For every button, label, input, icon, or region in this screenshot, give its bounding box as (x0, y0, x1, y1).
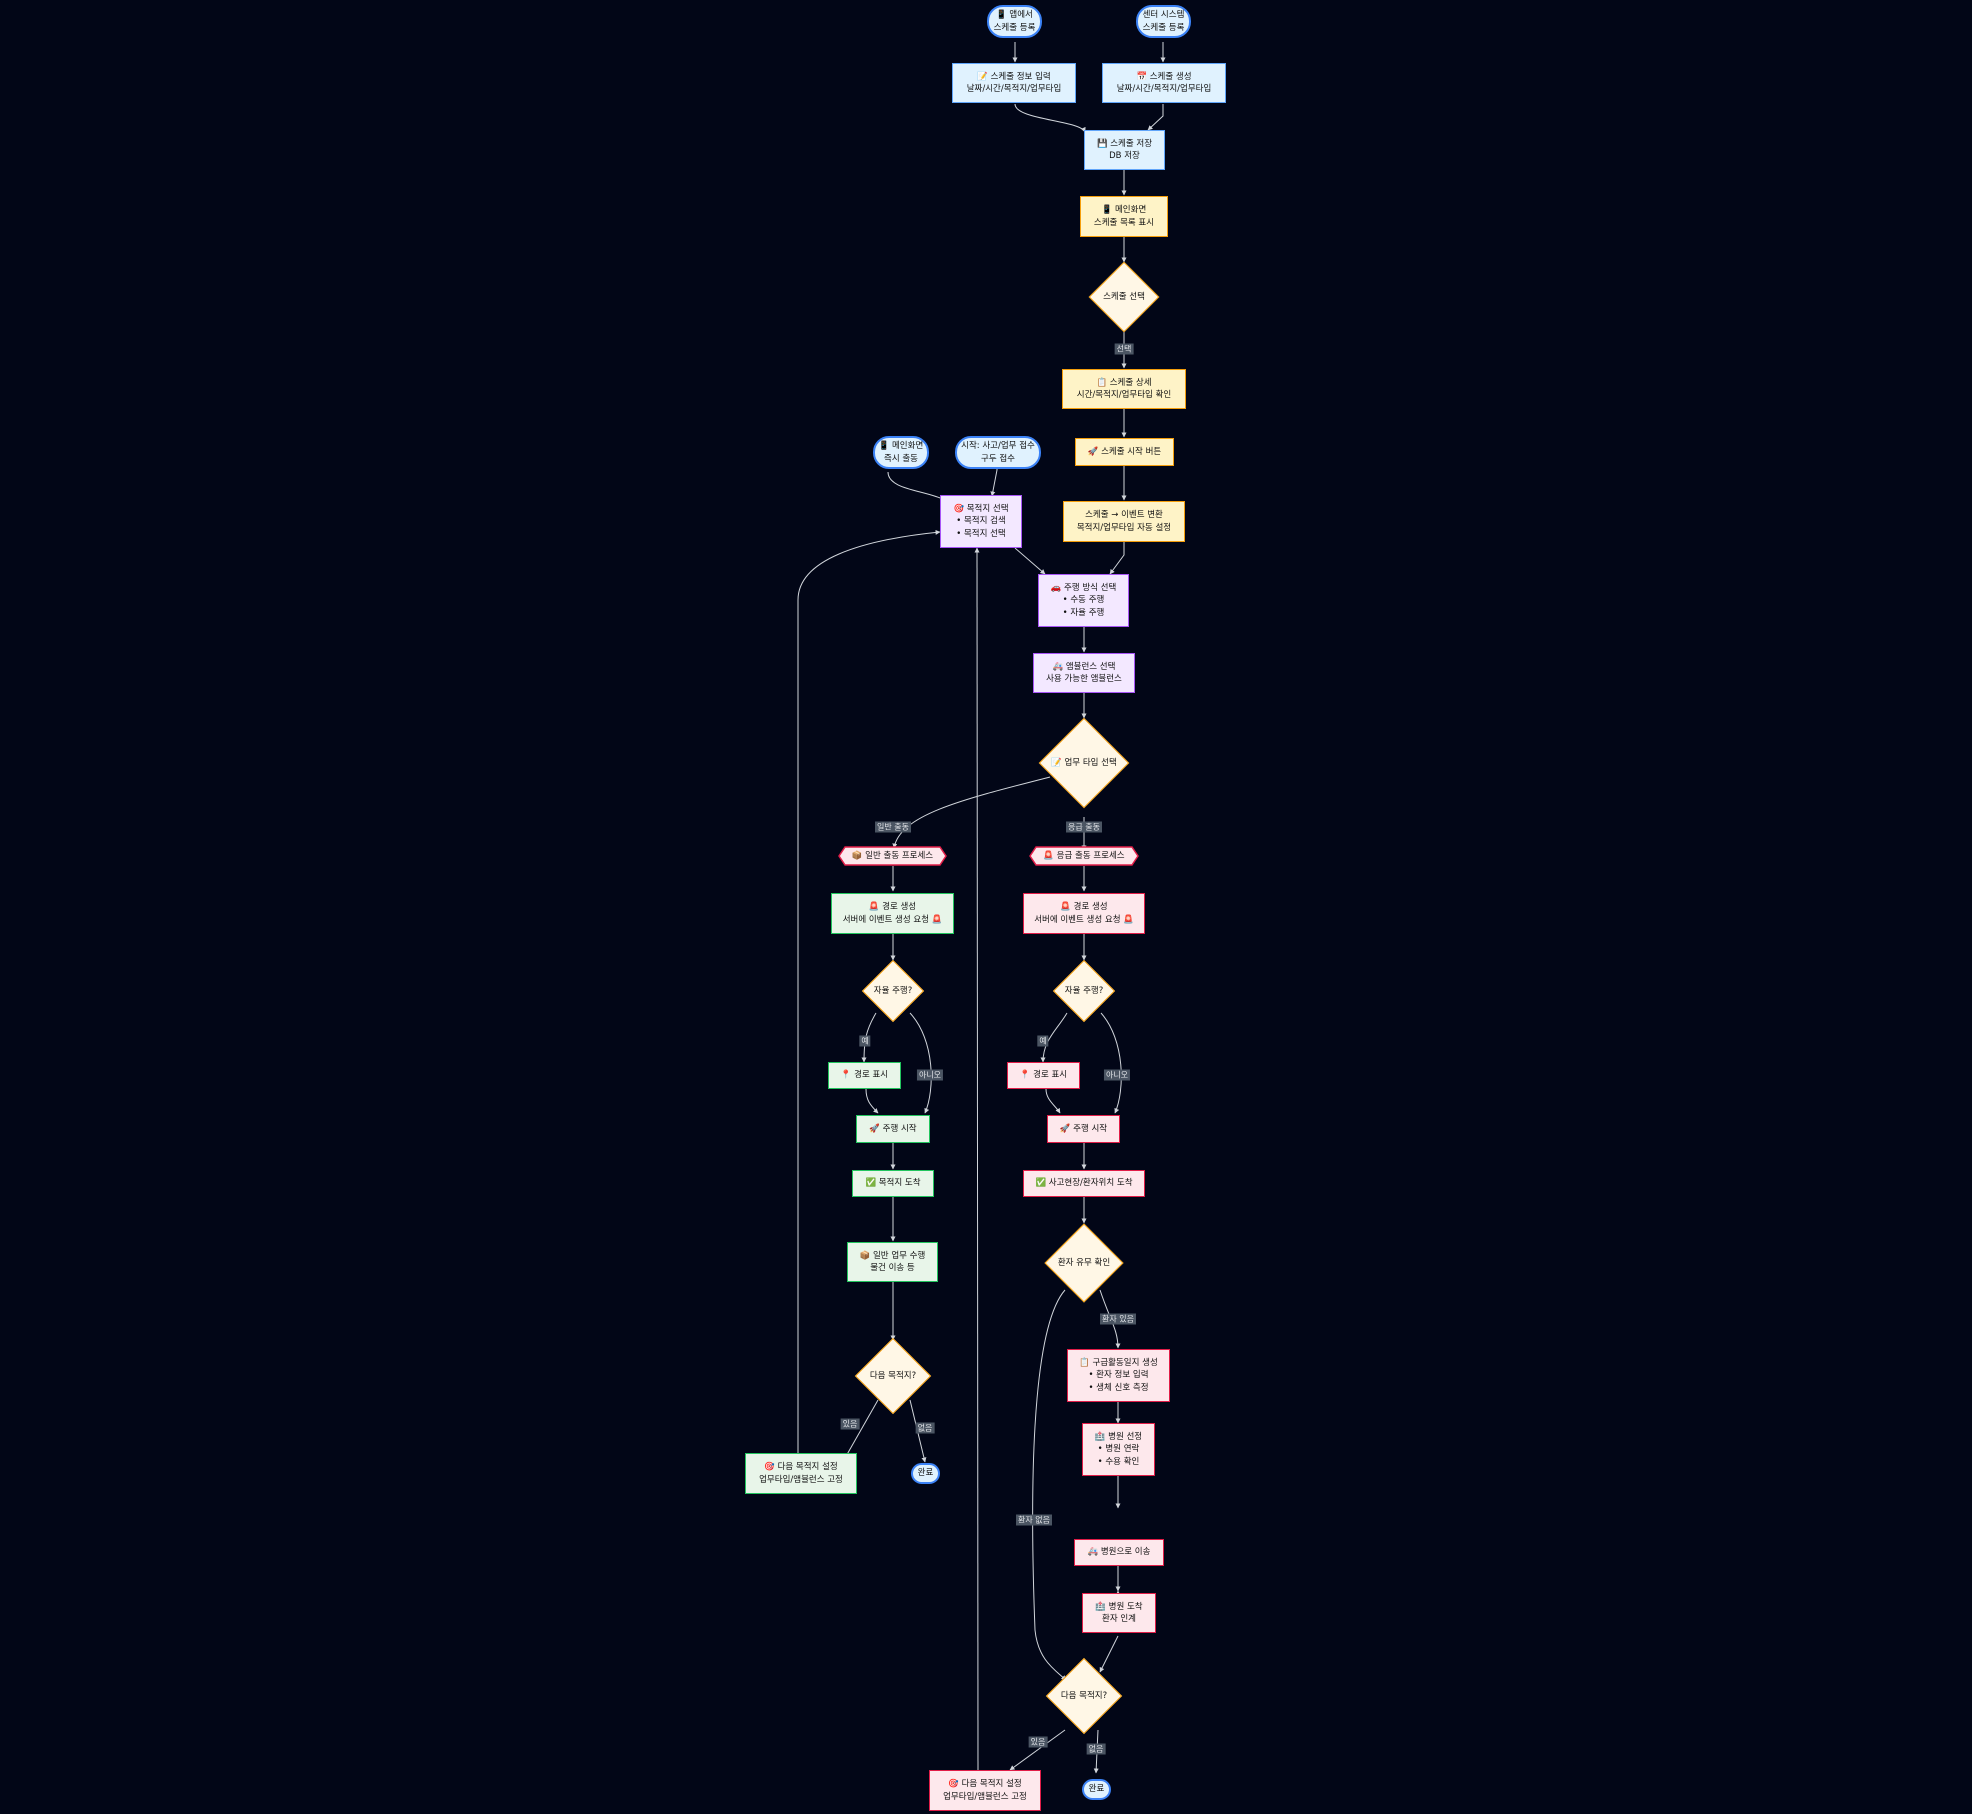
normal-drive-start: 🚀 주행 시작 (856, 1115, 930, 1143)
edge-label-no-patient: 환자 없음 (1016, 1514, 1052, 1526)
hospital-select: 🏥 병원 선정• 병원 연락• 수용 확인 (1082, 1423, 1155, 1476)
task-type-decision: 📝 업무 타입 선택 (1038, 717, 1130, 809)
edge-label-normal-no: 아니오 (916, 1069, 944, 1081)
patient-check-decision: 환자 유무 확인 (1044, 1223, 1124, 1303)
normal-route-display: 📍 경로 표시 (828, 1062, 901, 1089)
normal-done: 완료 (911, 1463, 940, 1484)
transfer-to-hospital: 🚑 병원으로 이송 (1074, 1539, 1164, 1566)
drive-mode-select: 🚗 주행 방식 선택• 수동 주행• 자율 주행 (1038, 574, 1129, 627)
edge-label-normal-none: 없음 (915, 1422, 935, 1434)
edge-label-emergency-none: 없음 (1086, 1743, 1106, 1755)
emergency-auto-drive-decision: 자율 주행? (1052, 959, 1116, 1023)
edge-label-normal-more: 있음 (840, 1418, 860, 1430)
emergency-next-destination-decision: 다음 목적지? (1045, 1657, 1123, 1735)
schedule-select-decision: 스케줄 선택 (1088, 261, 1160, 333)
emergency-route-display: 📍 경로 표시 (1007, 1062, 1080, 1089)
normal-destination-arrived: ✅ 목적지 도착 (852, 1170, 934, 1197)
edge-label-has-patient: 환자 있음 (1100, 1313, 1136, 1325)
edge-label-normal: 일반 출동 (875, 821, 911, 833)
edge-label-emergency-no: 아니오 (1103, 1069, 1131, 1081)
edge-label-emergency-more: 있음 (1028, 1736, 1048, 1748)
rescue-log-create: 📋 구급활동일지 생성• 환자 정보 입력• 생체 신호 측정 (1067, 1349, 1170, 1402)
edge-label-select: 선택 (1114, 343, 1134, 355)
normal-auto-drive-decision: 자율 주행? (861, 959, 925, 1023)
emergency-done: 완료 (1082, 1779, 1111, 1800)
edge-label-emergency-yes: 예 (1037, 1035, 1049, 1047)
emergency-scene-arrived: ✅ 사고현장/환자위치 도착 (1023, 1170, 1145, 1197)
normal-next-destination-decision: 다음 목적지? (854, 1337, 932, 1415)
destination-select: 🎯 목적지 선택• 목적지 검색• 목적지 선택 (940, 495, 1022, 548)
emergency-dispatch-process: 🚨 응급 출동 프로세스 (1029, 846, 1139, 866)
edge-label-emergency: 응급 출동 (1066, 821, 1102, 833)
normal-dispatch-process: 📦 일반 출동 프로세스 (838, 846, 947, 866)
edge-label-normal-yes: 예 (859, 1035, 871, 1047)
emergency-drive-start: 🚀 주행 시작 (1047, 1115, 1120, 1143)
schedule-start-button: 🚀 스케줄 시작 버튼 (1075, 438, 1174, 466)
